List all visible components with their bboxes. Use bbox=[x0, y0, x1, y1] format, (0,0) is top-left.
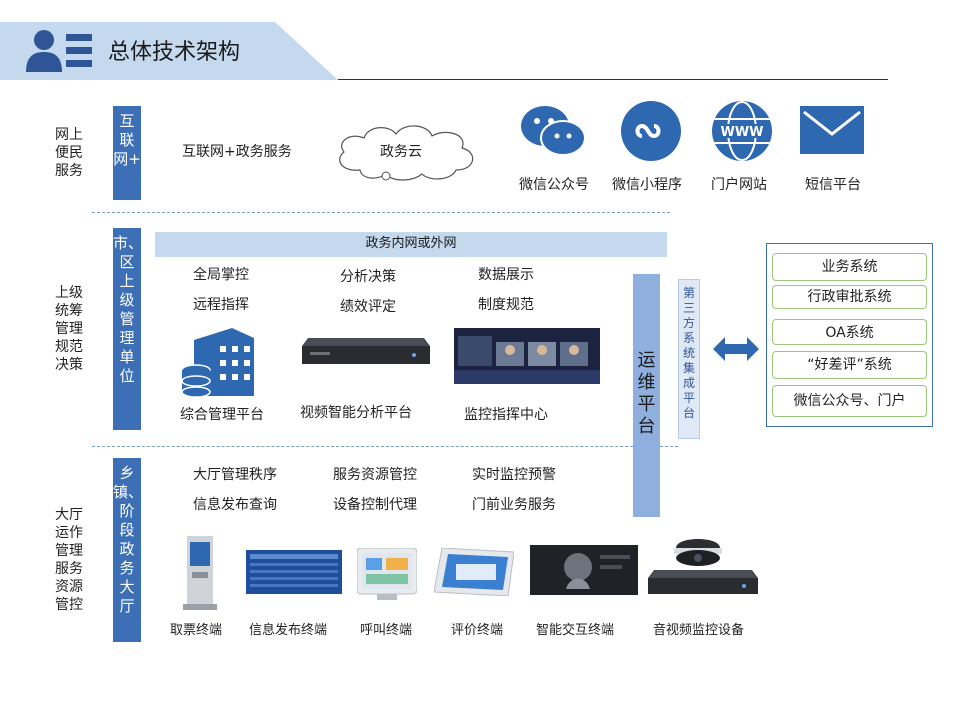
row-label-online: 网上 便民 服务 bbox=[55, 126, 95, 180]
www-icon: WWW bbox=[712, 101, 772, 161]
interactive-terminal-icon bbox=[530, 545, 638, 595]
system-item: “好差评”系统 bbox=[772, 351, 927, 379]
function-label: 大厅管理秩序 bbox=[193, 467, 277, 483]
bar-label: 互联网+ bbox=[113, 112, 141, 168]
system-item: 业务系统 bbox=[772, 253, 927, 281]
divider bbox=[92, 446, 678, 447]
double-arrow-icon bbox=[713, 337, 759, 361]
system-item: 微信公众号、门户 bbox=[772, 385, 927, 417]
channel-label: 微信小程序 bbox=[612, 177, 682, 193]
wechat-icon bbox=[521, 106, 586, 156]
terminal-label: 取票终端 bbox=[170, 623, 223, 638]
camera-nvr-icon bbox=[648, 539, 758, 594]
function-label: 设备控制代理 bbox=[333, 497, 417, 513]
third-party-label: 第三方系统集成平台 bbox=[682, 286, 695, 420]
function-label: 分析决策 bbox=[340, 269, 396, 285]
terminal-label: 音视频监控设备 bbox=[653, 623, 745, 638]
analytics-device-icon bbox=[302, 338, 430, 364]
info-display-icon bbox=[246, 550, 342, 594]
row-label-text: 大厅 运作 管理 服务 资源 管控 bbox=[55, 507, 83, 613]
evaluation-terminal-icon bbox=[434, 548, 514, 596]
function-label: 门前业务服务 bbox=[472, 497, 556, 513]
user-list-icon bbox=[26, 30, 92, 72]
function-label: 远程指挥 bbox=[193, 297, 249, 313]
svg-text:WWW: WWW bbox=[720, 125, 763, 140]
divider bbox=[92, 212, 670, 213]
ticket-kiosk-icon bbox=[183, 536, 217, 610]
row-label-hall: 大厅 运作 管理 服务 资源 管控 bbox=[55, 506, 95, 614]
function-label: 全局掌控 bbox=[193, 267, 249, 283]
bar-label: 市、区上级管理单位 bbox=[113, 234, 144, 385]
bar-label: 乡镇、阶段政务大厅 bbox=[113, 464, 144, 615]
cloud-label: 政务云 bbox=[380, 144, 422, 160]
bar-town-halls: 乡镇、阶段政务大厅 bbox=[113, 458, 144, 642]
bar-internet-plus: 互联网+ bbox=[113, 106, 141, 200]
page-title: 总体技术架构 bbox=[108, 40, 241, 65]
function-label: 制度规范 bbox=[478, 297, 534, 313]
ops-platform-bar: 运维平台 bbox=[633, 274, 660, 517]
platform-label: 综合管理平台 bbox=[180, 407, 264, 423]
system-item: 行政审批系统 bbox=[772, 285, 927, 309]
system-item: OA系统 bbox=[772, 319, 927, 345]
terminal-label: 信息发布终端 bbox=[249, 623, 328, 638]
row-label-text: 网上 便民 服务 bbox=[55, 127, 83, 179]
mini-program-icon bbox=[621, 101, 681, 161]
cloud-icon bbox=[339, 125, 474, 181]
channel-label: 门户网站 bbox=[711, 177, 767, 193]
title-underline bbox=[338, 79, 888, 80]
monitoring-screen-icon bbox=[454, 328, 600, 384]
channel-label: 微信公众号 bbox=[519, 177, 589, 193]
server-database-icon bbox=[181, 328, 254, 398]
mail-icon bbox=[800, 106, 864, 154]
internet-service-label: 互联网+政务服务 bbox=[182, 144, 292, 160]
terminal-label: 呼叫终端 bbox=[360, 623, 413, 638]
ops-platform-label: 运维平台 bbox=[637, 350, 656, 437]
bar-upper-units: 市、区上级管理单位 bbox=[113, 228, 144, 430]
platform-label: 视频智能分析平台 bbox=[300, 405, 412, 421]
function-label: 信息发布查询 bbox=[193, 497, 277, 513]
row-label-text: 上级 统筹 管理 规范 决策 bbox=[55, 285, 83, 373]
function-label: 数据展示 bbox=[478, 267, 534, 283]
platform-label: 监控指挥中心 bbox=[464, 407, 548, 423]
function-label: 服务资源管控 bbox=[333, 467, 417, 483]
terminal-label: 智能交互终端 bbox=[536, 623, 615, 638]
network-band: 政务内网或外网 bbox=[155, 232, 667, 257]
call-terminal-icon bbox=[357, 548, 417, 600]
third-party-platform-bar: 第三方系统集成平台 bbox=[678, 279, 700, 439]
channel-label: 短信平台 bbox=[805, 177, 861, 193]
function-label: 绩效评定 bbox=[340, 299, 396, 315]
terminal-label: 评价终端 bbox=[451, 623, 504, 638]
function-label: 实时监控预警 bbox=[472, 467, 556, 483]
row-label-upper: 上级 统筹 管理 规范 决策 bbox=[55, 284, 95, 374]
